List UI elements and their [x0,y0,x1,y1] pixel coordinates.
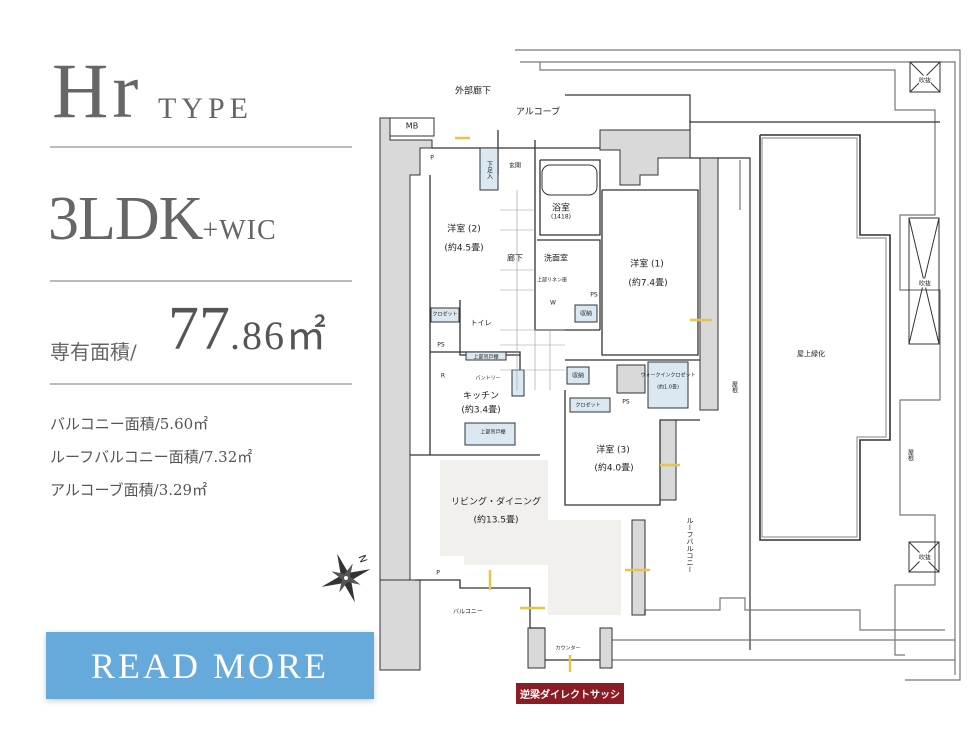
label-entrance: 玄関 [508,162,522,170]
read-more-button[interactable]: READ MORE [46,632,374,699]
label-toilet: トイレ [470,319,492,327]
living-fill [440,460,621,615]
label-roof: 屋根 [906,449,914,461]
label-pantry: パントリー [475,375,501,382]
alcove-area: アルコーブ面積/3.29㎡ [50,481,208,499]
label-bath-size: (1418) [551,213,571,221]
label-closet: クロゼット [432,311,458,318]
label-bath: 浴室 [551,203,571,214]
balcony-area: バルコニー面積/5.60㎡ [50,415,209,433]
label-room3: 洋室 (3) [596,445,630,456]
label-living: リビング・ダイニング [450,497,542,508]
label-counter: カウンター [555,645,581,652]
label-roof-balcony: ルーフバルコニー [686,517,694,573]
type-name: Hr [52,47,143,134]
roof-balcony-area: ルーフバルコニー面積/7.32㎡ [50,448,253,466]
label-upper-cabinet: 上部吊戸棚 [480,429,506,436]
label-fridge: R [440,372,446,380]
label-closet: クロゼット [575,402,601,409]
label-ps: PS [437,341,445,349]
sash-badge: 逆梁ダイレクトサッシ [516,683,624,704]
label-linen: 上部リネン庫 [536,277,568,284]
label-p: P [430,154,434,162]
type-suffix: TYPE [158,92,253,125]
label-storage: 収納 [579,310,593,318]
label-void: 吹抜 [918,552,932,562]
label-balcony: バルコニー [453,608,483,616]
divider [50,146,352,148]
divider [50,280,352,282]
label-hallway: 廊下 [507,253,523,263]
label-mb: MB [405,121,419,131]
label-upper-cabinet: 上部吊戸棚 [473,354,499,361]
label-living-size: (約13.5畳) [473,515,519,526]
label-storage: 収納 [571,372,585,380]
label-void: 吹抜 [918,278,932,288]
label-room2: 洋室 (2) [447,224,481,235]
label-washroom: 洗面室 [544,253,568,263]
divider [50,383,352,385]
label-kitchen: キッチン [462,391,500,402]
label-washer: W [550,299,556,307]
label-room1: 洋室 (1) [630,259,664,270]
label-room3-size: (約4.0畳) [594,463,634,474]
label-kitchen-size: (約3.4畳) [461,405,501,416]
area-value: 77.86㎡ [168,298,328,360]
label-wic: ウォークインクロゼット [640,372,696,379]
window-marker-icon [455,136,712,672]
label-shoe-storage: 下足入 [485,161,493,179]
label-room2-size: (約4.5畳) [444,243,484,254]
layout-main: 3LDK [48,185,203,253]
label-rooftop-green: 屋上緑化 [797,350,825,358]
label-ps: PS [622,398,630,406]
area-label: 専有面積/ [50,340,137,364]
label-p: P [436,569,440,577]
label-roof: 屋根 [730,381,738,393]
area-dec: .86㎡ [230,313,328,358]
label-outer-corridor: 外部廊下 [454,86,492,97]
compass-icon [321,553,371,603]
type-title: Hr [52,52,142,130]
label-void: 吹抜 [918,75,932,85]
label-alcove: アルコーブ [515,107,561,118]
layout-extra: +WIC [202,215,277,246]
label-room1-size: (約7.4畳) [628,278,668,289]
layout-title: 3LDK+WIC [48,188,277,250]
label-wic-size: (約1.0畳) [657,384,679,391]
label-ps: PS [590,291,598,299]
area-int: 77 [168,295,230,363]
